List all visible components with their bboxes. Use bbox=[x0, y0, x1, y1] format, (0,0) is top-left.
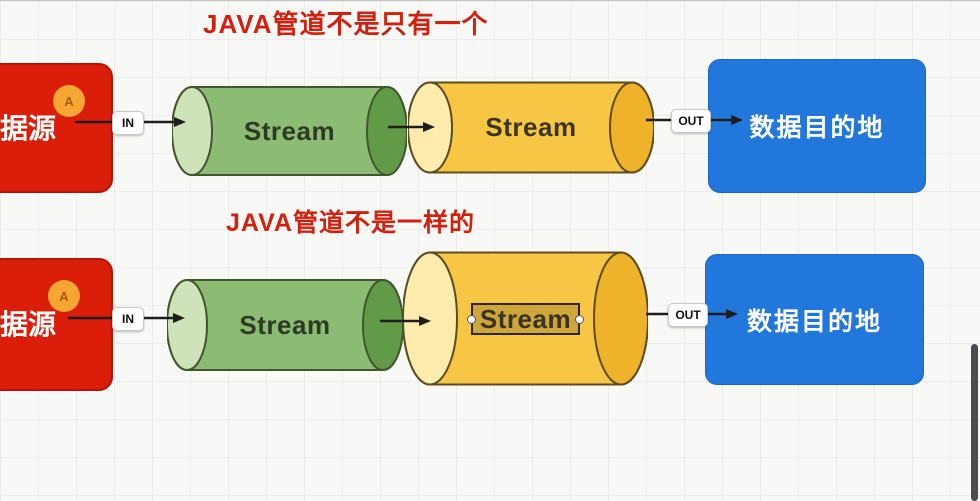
data-source-box-row1[interactable]: 据源 A bbox=[0, 63, 113, 193]
heading-row2: JAVA管道不是一样的 bbox=[226, 209, 475, 237]
badge-a-circle[interactable]: A bbox=[48, 280, 80, 312]
heading-row1: JAVA管道不是只有一个 bbox=[203, 9, 489, 39]
data-destination-box-row2[interactable]: 数据目的地 bbox=[705, 254, 924, 385]
stream-label: Stream bbox=[239, 309, 331, 340]
out-label-chip-row2[interactable]: OUT bbox=[668, 303, 708, 327]
stream-label: Stream bbox=[243, 115, 336, 146]
in-label-chip-row2[interactable]: IN bbox=[112, 307, 144, 331]
in-label-chip-row1[interactable]: IN bbox=[112, 111, 144, 135]
vertical-scrollbar-thumb[interactable] bbox=[971, 344, 978, 501]
stream-label: Stream bbox=[479, 303, 572, 334]
stream-label-wrapper: Stream bbox=[403, 251, 648, 386]
badge-a-circle[interactable]: A bbox=[53, 85, 85, 117]
text-selection-box[interactable]: Stream bbox=[466, 302, 585, 335]
data-source-label: 据源 bbox=[0, 309, 57, 340]
data-source-box-row2[interactable]: 据源 A bbox=[0, 258, 113, 391]
cylinder-graphic bbox=[167, 279, 403, 371]
data-destination-box-row1[interactable]: 数据目的地 bbox=[708, 59, 926, 193]
data-destination-label: 数据目的地 bbox=[749, 114, 885, 142]
selection-handle-left[interactable] bbox=[466, 314, 476, 324]
yellow-stream-cylinder-row2[interactable]: Stream bbox=[403, 251, 648, 386]
data-source-label: 据源 bbox=[0, 113, 57, 144]
green-stream-cylinder-row2[interactable]: Stream bbox=[167, 279, 403, 371]
out-label-chip-row1[interactable]: OUT bbox=[671, 109, 711, 133]
cylinder-graphic bbox=[172, 86, 407, 176]
stream-label: Stream bbox=[485, 112, 577, 142]
data-destination-label: 数据目的地 bbox=[746, 307, 882, 336]
yellow-stream-cylinder-row1[interactable]: Stream bbox=[408, 81, 654, 174]
green-stream-cylinder-row1[interactable]: Stream bbox=[172, 86, 407, 176]
selection-handle-right[interactable] bbox=[575, 314, 585, 324]
